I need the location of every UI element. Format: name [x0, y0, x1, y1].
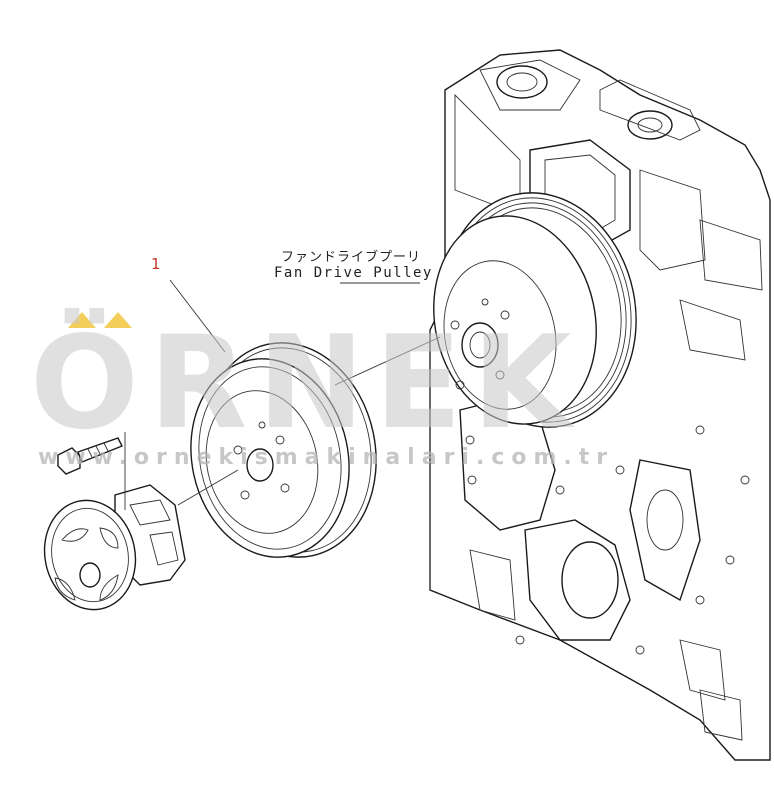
watermark-url: www.ornekismakinalari.com.tr	[38, 445, 615, 470]
part-callout-number: 1	[151, 255, 161, 273]
leader-lines	[124, 279, 441, 510]
exploded-pulley	[190, 342, 377, 558]
hub-spacer	[43, 484, 186, 611]
watermark-accent	[68, 312, 132, 328]
part-label-english: Fan Drive Pulley	[274, 265, 433, 281]
part-label-japanese: ファンドライブプーリ	[281, 250, 422, 265]
mounted-pulley	[433, 192, 637, 428]
bolt	[57, 437, 123, 475]
watermark-brand: ÖRNEK	[30, 309, 582, 458]
